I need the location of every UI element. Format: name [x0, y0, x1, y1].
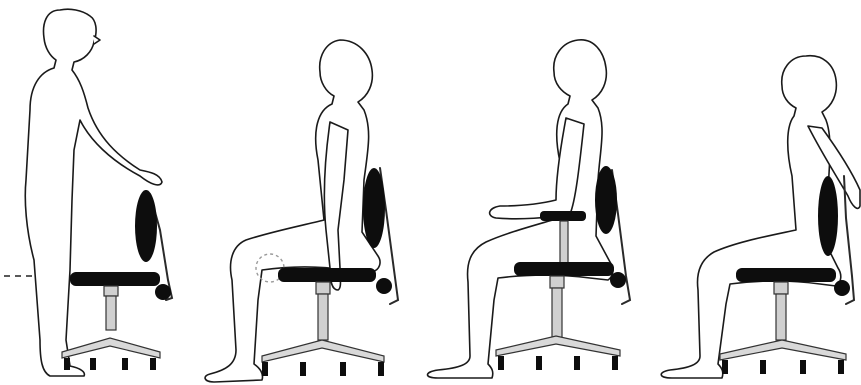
caster [574, 356, 580, 370]
seat-pad [278, 268, 376, 282]
office-chair-icon [720, 176, 854, 374]
chair-base [262, 340, 384, 362]
panel-step-4 [661, 56, 860, 378]
seat-pad [736, 268, 836, 282]
caster [536, 356, 542, 370]
gas-cylinder [106, 296, 116, 330]
caster [64, 358, 70, 370]
backrest-pad [135, 190, 157, 262]
seat-mechanism [104, 286, 118, 296]
caster [760, 360, 766, 374]
chair-base [720, 340, 846, 360]
caster [90, 358, 96, 370]
caster [262, 362, 268, 376]
seat-pad [514, 262, 614, 276]
seat-mechanism [316, 282, 330, 294]
seat-mechanism [550, 276, 564, 288]
seated-arm-forward [490, 118, 584, 219]
tilt-knob [834, 280, 850, 296]
caster [498, 356, 504, 370]
caster [122, 358, 128, 370]
armrest-post [560, 221, 568, 263]
caster [800, 360, 806, 374]
gas-cylinder [776, 294, 786, 340]
panel-step-2 [205, 40, 398, 382]
seat-mechanism [774, 282, 788, 294]
caster [838, 360, 844, 374]
caster [722, 360, 728, 374]
tilt-knob [610, 272, 626, 288]
backrest-pad [363, 168, 385, 248]
office-chair-icon [62, 190, 172, 370]
chair-base [496, 336, 620, 356]
armrest-pad [540, 211, 586, 221]
caster [150, 358, 156, 370]
seat-pad [70, 272, 160, 286]
gas-cylinder [552, 288, 562, 338]
backrest-pad [818, 176, 838, 256]
panel-step-1 [4, 9, 172, 376]
caster [378, 362, 384, 376]
tilt-knob [376, 278, 392, 294]
caster [300, 362, 306, 376]
caster [612, 356, 618, 370]
seated-person-figure [205, 40, 380, 382]
backrest-pad [595, 166, 617, 234]
caster [340, 362, 346, 376]
seated-person-figure [428, 40, 613, 378]
chair-base [62, 338, 160, 358]
standing-person-figure [25, 9, 162, 376]
panel-step-3 [428, 40, 631, 378]
tilt-knob [155, 284, 171, 300]
gas-cylinder [318, 294, 328, 340]
